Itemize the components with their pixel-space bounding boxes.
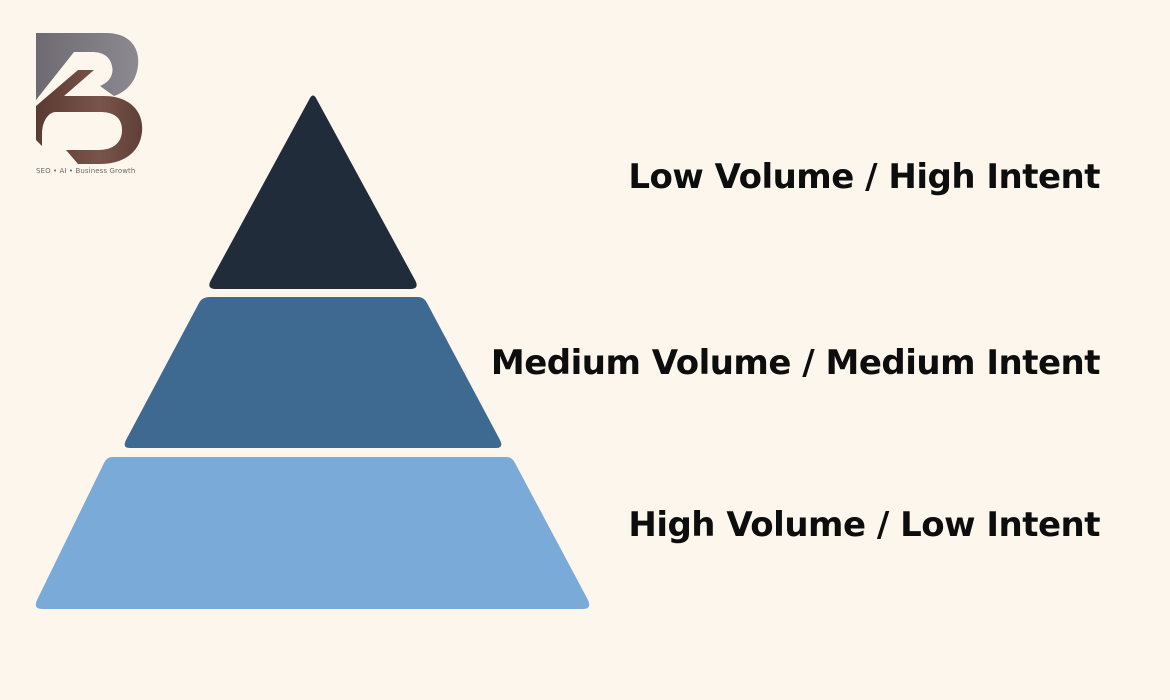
- label-low-volume-high-intent: Low Volume / High Intent: [628, 157, 1100, 197]
- label-medium-volume-medium-intent: Medium Volume / Medium Intent: [490, 343, 1101, 383]
- pyramid-level-middle: [124, 297, 502, 448]
- label-high-volume-low-intent: High Volume / Low Intent: [628, 505, 1100, 545]
- brand-logo: SEO • AI • Business Growth: [34, 30, 146, 180]
- b-logo-icon: [36, 33, 143, 164]
- logo-tagline: SEO • AI • Business Growth: [36, 167, 136, 175]
- pyramid-diagram: [35, 95, 590, 609]
- pyramid-level-bottom: [35, 457, 590, 609]
- pyramid-level-top: [209, 95, 417, 289]
